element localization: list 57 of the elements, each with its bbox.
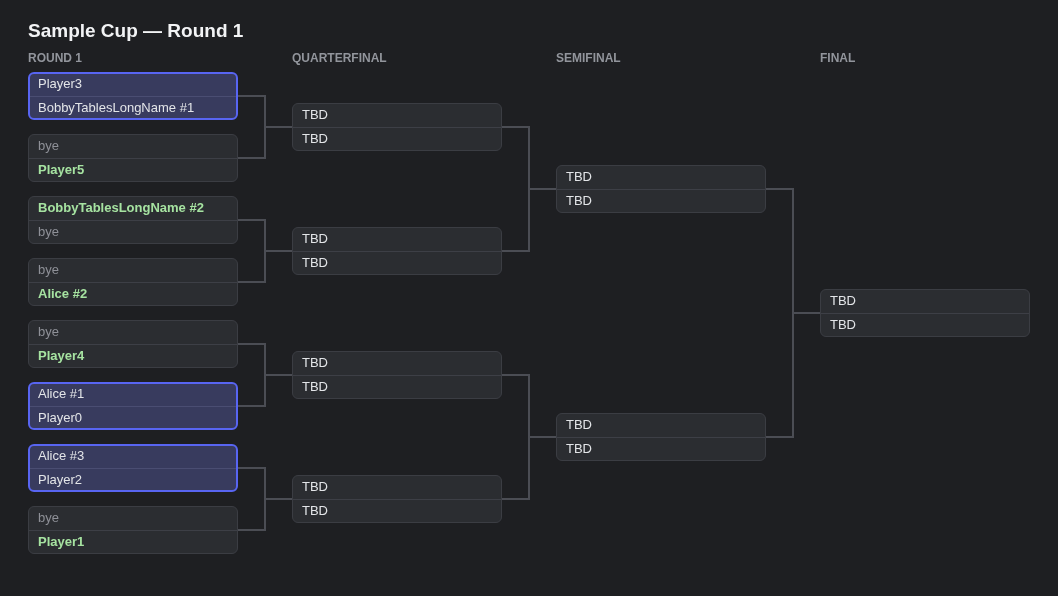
match-card (28, 134, 238, 182)
match-card (820, 289, 1030, 337)
match-card (292, 227, 502, 275)
bracket-line (237, 126, 293, 159)
bracket-line (237, 250, 293, 283)
pending-label: TBD (302, 231, 328, 247)
bracket-line (765, 312, 821, 438)
pending-label: TBD (302, 131, 328, 147)
bye-label: bye (38, 138, 59, 154)
pending-label: TBD (302, 479, 328, 495)
pending-label: TBD (302, 503, 328, 519)
round-heading: ROUND 1 (28, 51, 82, 65)
pending-label: TBD (830, 293, 856, 309)
match-card (556, 413, 766, 461)
match-card (28, 506, 238, 554)
match-card (28, 382, 238, 430)
bracket-line (501, 188, 557, 252)
pending-label: TBD (830, 317, 856, 333)
player-name: BobbyTablesLongName #1 (38, 100, 195, 116)
bye-label: bye (38, 510, 59, 526)
winner-name: BobbyTablesLongName #2 (38, 200, 204, 216)
pending-label: TBD (566, 441, 592, 457)
bracket-line (501, 436, 557, 500)
pending-label: TBD (302, 107, 328, 123)
pending-label: TBD (566, 417, 592, 433)
player-name: Alice #1 (38, 386, 85, 402)
winner-name: Alice #2 (38, 286, 88, 302)
diagram-title: Sample Cup — Round 1 (28, 20, 244, 42)
match-card (28, 258, 238, 306)
pending-label: TBD (302, 255, 328, 271)
winner-name: Player5 (38, 162, 85, 178)
pending-label: TBD (566, 193, 592, 209)
match-card (28, 444, 238, 492)
match-card (28, 196, 238, 244)
player-name: Player2 (38, 472, 83, 488)
bye-label: bye (38, 262, 59, 278)
bye-label: bye (38, 324, 59, 340)
round-heading: FINAL (820, 51, 856, 65)
match-card (28, 320, 238, 368)
match-card (292, 475, 502, 523)
pending-label: TBD (302, 379, 328, 395)
round-heading: QUARTERFINAL (292, 51, 387, 65)
match-card (28, 72, 238, 120)
match-card (292, 103, 502, 151)
player-name: Player0 (38, 410, 83, 426)
bracket-line (237, 374, 293, 407)
match-card (556, 165, 766, 213)
player-name: Player3 (38, 76, 83, 92)
winner-name: Player1 (38, 534, 85, 550)
winner-name: Player4 (38, 348, 85, 364)
bracket-line (237, 498, 293, 531)
match-card (292, 351, 502, 399)
bye-label: bye (38, 224, 59, 240)
round-heading: SEMIFINAL (556, 51, 621, 65)
pending-label: TBD (302, 355, 328, 371)
pending-label: TBD (566, 169, 592, 185)
player-name: Alice #3 (38, 448, 85, 464)
